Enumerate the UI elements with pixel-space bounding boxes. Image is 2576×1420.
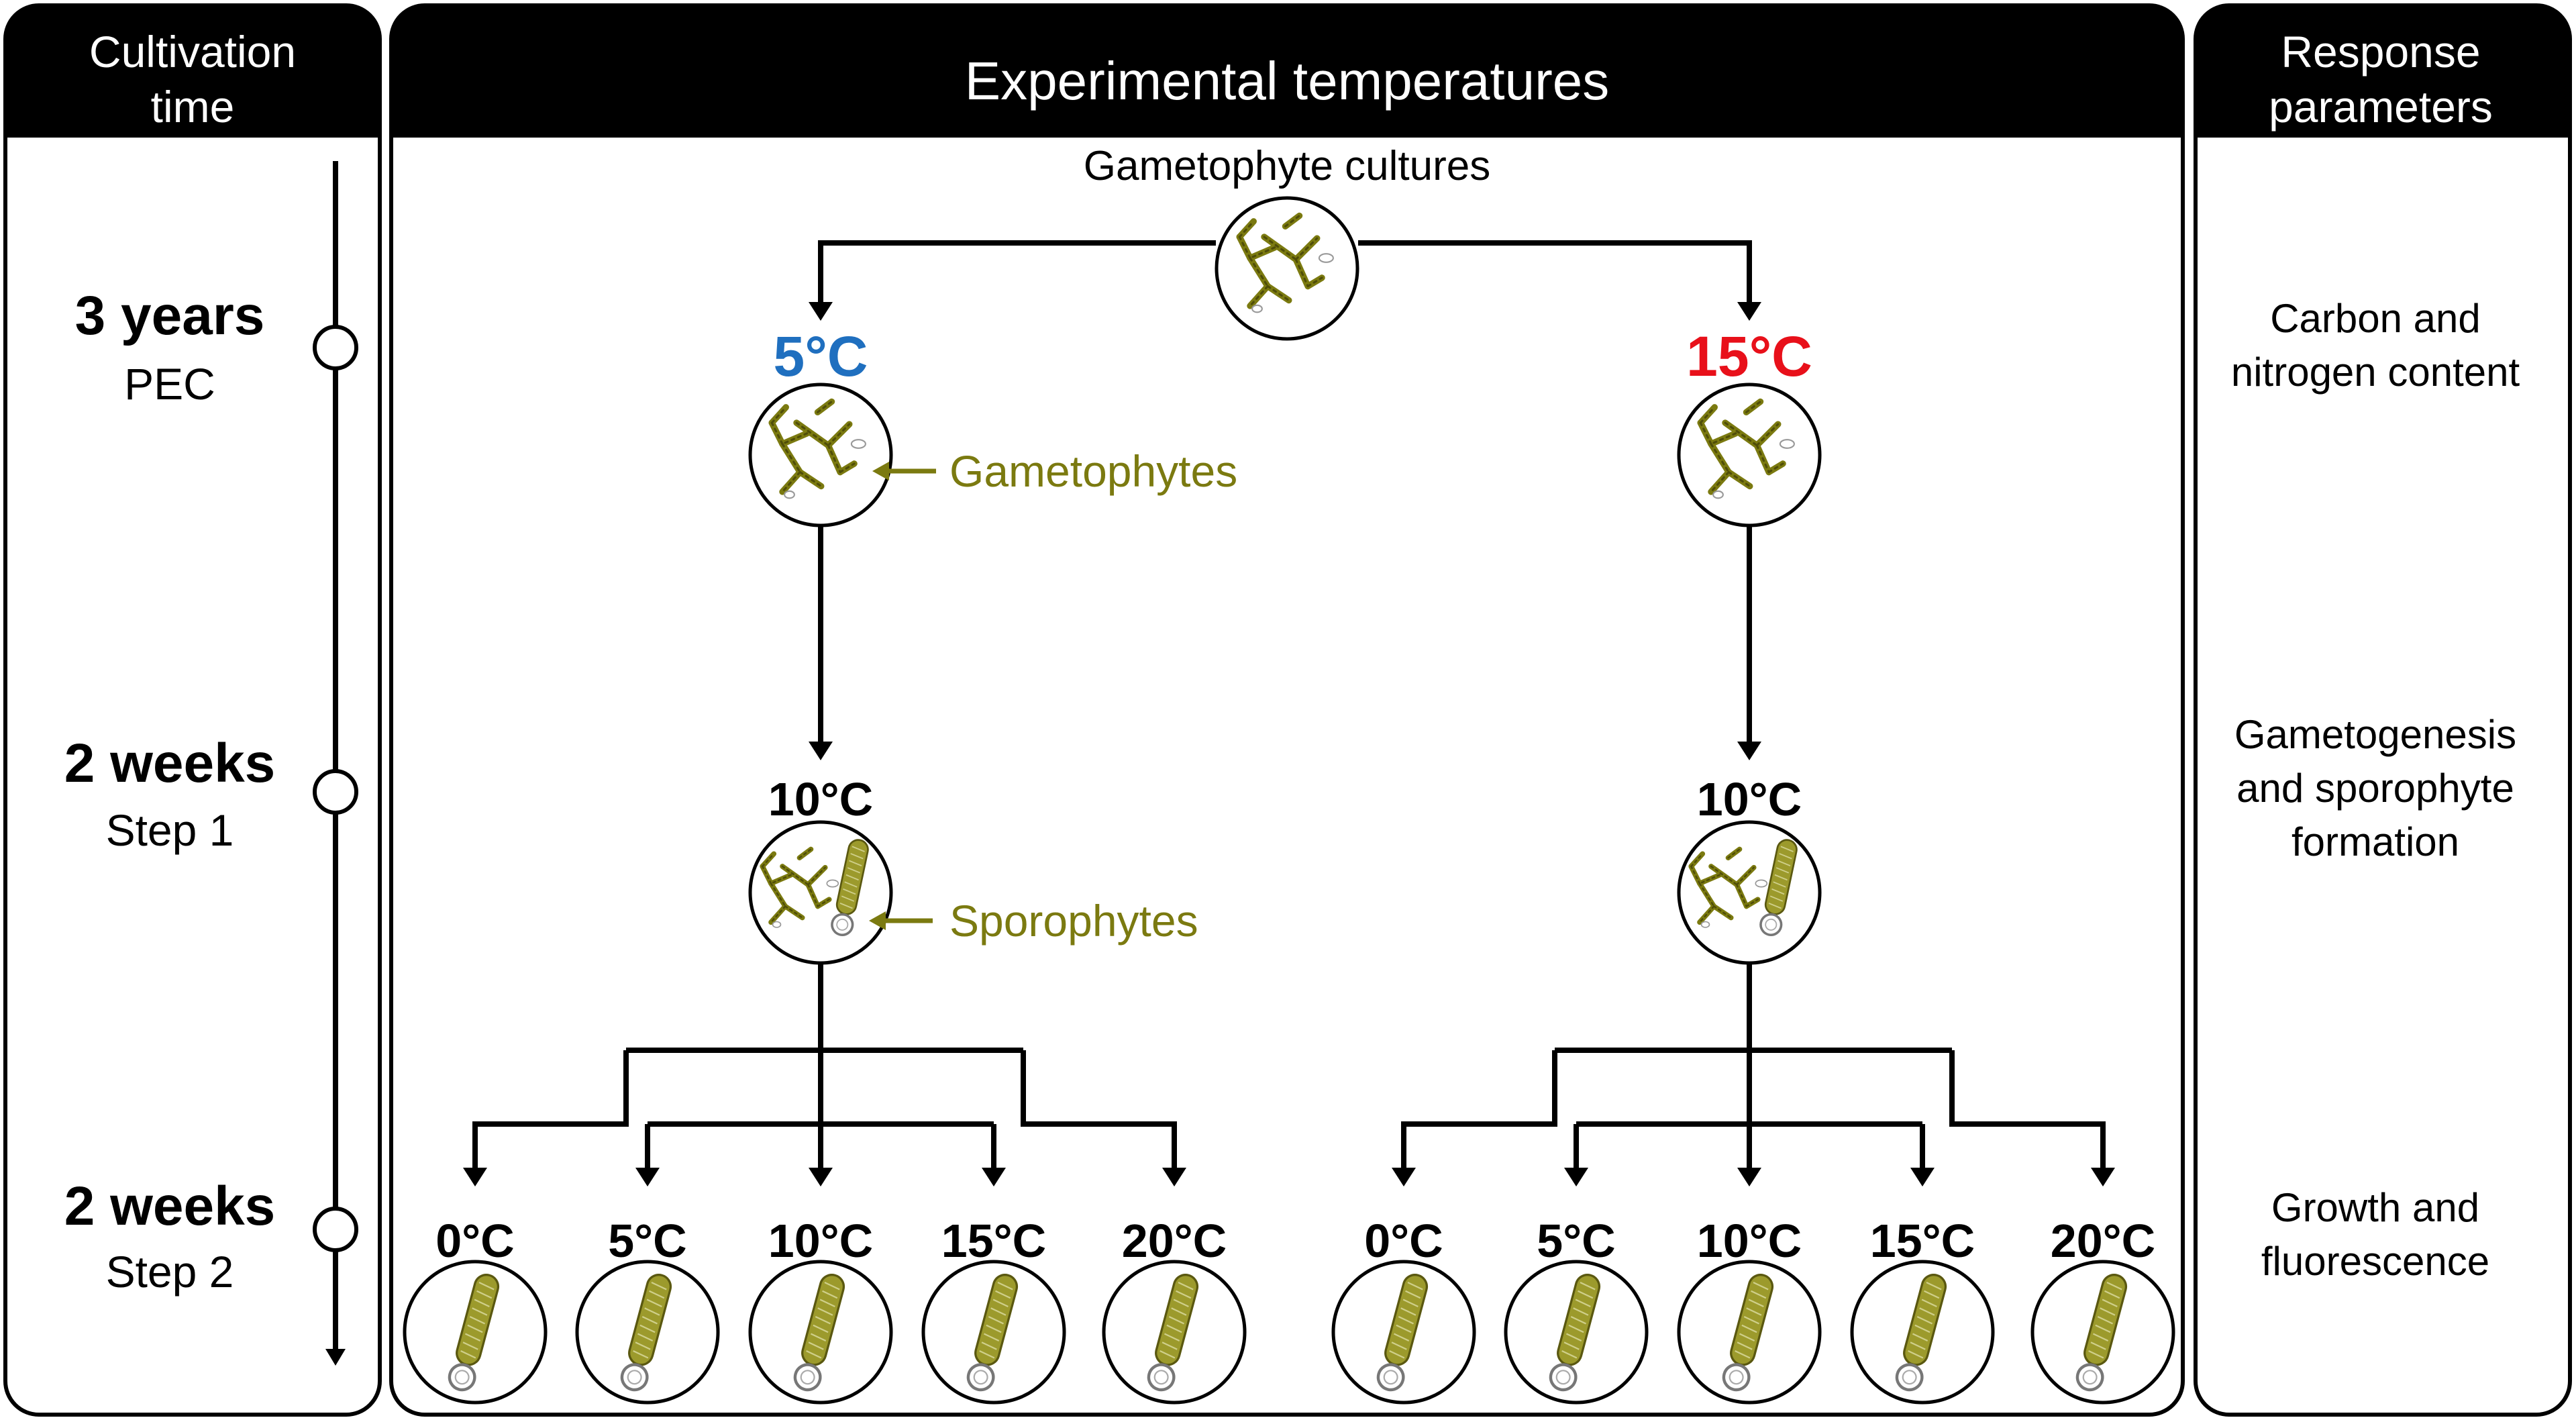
right-step2-arrowhead-3 bbox=[1910, 1168, 1935, 1186]
left-step2-arrowhead-2 bbox=[809, 1168, 833, 1186]
right-step2-temp-3: 15°C bbox=[1870, 1215, 1975, 1267]
left-step1-mixed-culture bbox=[760, 839, 869, 936]
right-step2-temp-0: 0°C bbox=[1364, 1215, 1443, 1267]
source-label: Gametophyte cultures bbox=[1084, 143, 1491, 189]
timeline-node-1 bbox=[313, 325, 358, 370]
right-step2-sporophyte-1 bbox=[1549, 1274, 1601, 1392]
right-step2-temp-4: 20°C bbox=[2051, 1215, 2155, 1267]
source-gametophyte-cluster bbox=[1236, 212, 1334, 313]
right-panel: Response parameters bbox=[2194, 3, 2572, 1417]
right-step2-sporophyte-0 bbox=[1376, 1274, 1429, 1392]
timeline-label-3: Step 2 bbox=[106, 1247, 234, 1297]
timeline-duration-2: 2 weeks bbox=[64, 733, 276, 794]
left-step2-temp-1: 5°C bbox=[608, 1215, 686, 1267]
center-header: Experimental temperatures bbox=[965, 51, 1609, 111]
step2-tree: 0°C 5°C 10°C 15°C 20°C 0°C 5°C 10°C 15°C 20°C bbox=[403, 963, 2175, 1405]
response-3-line2: fluorescence bbox=[2261, 1239, 2489, 1284]
right-step1-temp: 10°C bbox=[1697, 773, 1802, 825]
right-step2-sporophyte-4 bbox=[2075, 1274, 2128, 1392]
right-gametophyte-dish bbox=[1677, 383, 1822, 527]
left-step2-sporophyte-0 bbox=[448, 1274, 500, 1392]
response-3-line1: Growth and bbox=[2271, 1185, 2479, 1230]
branch-left-temp: 5°C bbox=[774, 325, 868, 388]
right-step2-temp-1: 5°C bbox=[1537, 1215, 1615, 1267]
left-header-line2: time bbox=[151, 82, 235, 132]
left-step1-arrow-head bbox=[809, 742, 833, 760]
branch-right-temp: 15°C bbox=[1686, 325, 1812, 388]
right-header-line1: Response bbox=[2281, 27, 2480, 77]
timeline-label-2: Step 1 bbox=[106, 805, 234, 855]
left-step1-dish bbox=[748, 820, 893, 965]
left-step2-arrowhead-3 bbox=[982, 1168, 1006, 1186]
sporophytes-pointer-head bbox=[869, 911, 886, 930]
left-step2-sporophyte-4 bbox=[1147, 1274, 1199, 1392]
left-step2-temp-2: 10°C bbox=[768, 1215, 873, 1267]
left-step2-temp-0: 0°C bbox=[435, 1215, 514, 1267]
left-step2-sporophyte-3 bbox=[966, 1274, 1019, 1392]
timeline-label-1: PEC bbox=[124, 359, 215, 409]
left-step2-arrowhead-0 bbox=[463, 1168, 487, 1186]
timeline-node-3 bbox=[313, 1207, 358, 1252]
arrow-head-left-branch bbox=[809, 302, 833, 321]
left-gametophyte-dish bbox=[748, 383, 893, 527]
right-gametophyte-cluster bbox=[1697, 398, 1795, 499]
response-2-line2: and sporophyte bbox=[2236, 766, 2514, 811]
right-step2-sporophyte-3 bbox=[1895, 1274, 1947, 1392]
response-parameters: Carbon and nitrogen content Gametogenesi… bbox=[2231, 296, 2520, 1284]
source-culture-dish bbox=[1215, 196, 1359, 341]
arrow-head-right-branch bbox=[1737, 302, 1761, 321]
response-1-line1: Carbon and bbox=[2270, 296, 2481, 341]
left-gametophyte-cluster bbox=[768, 398, 866, 499]
left-step2-arrowhead-4 bbox=[1162, 1168, 1186, 1186]
right-step2-arrowhead-4 bbox=[2091, 1168, 2115, 1186]
left-step2-sporophyte-2 bbox=[793, 1274, 845, 1392]
source-branch-arrows bbox=[818, 240, 1752, 302]
left-step2-temp-3: 15°C bbox=[941, 1215, 1046, 1267]
gametophytes-annotation: Gametophytes bbox=[949, 446, 1237, 496]
left-step2-temp-4: 20°C bbox=[1122, 1215, 1227, 1267]
response-1-line2: nitrogen content bbox=[2231, 350, 2520, 395]
left-step2-sporophyte-1 bbox=[620, 1274, 672, 1392]
timeline: 3 years PEC 2 weeks Step 1 2 weeks Step … bbox=[64, 161, 358, 1366]
response-2-line1: Gametogenesis bbox=[2234, 712, 2516, 757]
right-header-line2: parameters bbox=[2269, 82, 2493, 132]
right-step2-arrowhead-2 bbox=[1737, 1168, 1761, 1186]
right-step2-temp-2: 10°C bbox=[1697, 1215, 1802, 1267]
timeline-duration-1: 3 years bbox=[75, 285, 265, 346]
timeline-duration-3: 2 weeks bbox=[64, 1176, 276, 1237]
left-header-line1: Cultivation bbox=[89, 27, 296, 77]
right-step2-arrowhead-1 bbox=[1564, 1168, 1588, 1186]
right-step1-mixed-culture bbox=[1688, 839, 1798, 936]
left-step1-temp: 10°C bbox=[768, 773, 873, 825]
timeline-node-2 bbox=[313, 769, 358, 815]
right-step1-arrow-head bbox=[1737, 742, 1761, 760]
gametophytes-pointer-head bbox=[872, 462, 889, 480]
sporophytes-annotation: Sporophytes bbox=[949, 896, 1198, 946]
right-step2-sporophyte-2 bbox=[1722, 1274, 1774, 1392]
left-step2-arrowhead-1 bbox=[635, 1168, 660, 1186]
response-2-line3: formation bbox=[2291, 819, 2459, 864]
center-panel: Experimental temperatures bbox=[389, 3, 2185, 1417]
source-culture: Gametophyte cultures bbox=[1084, 143, 1491, 341]
right-step1-dish bbox=[1677, 820, 1822, 965]
right-step2-arrowhead-0 bbox=[1392, 1168, 1416, 1186]
left-panel: Cultivation time bbox=[3, 3, 382, 1417]
